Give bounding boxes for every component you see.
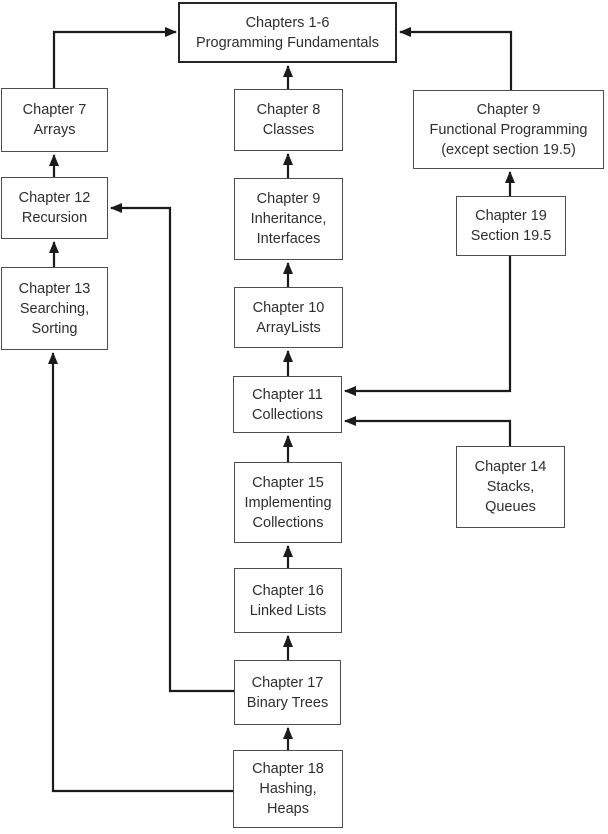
node-chapter-17: Chapter 17 Binary Trees <box>234 660 341 725</box>
node-label: Inheritance, <box>250 211 327 227</box>
node-label: Chapter 13 <box>18 280 91 297</box>
node-label: Programming Fundamentals <box>196 34 379 51</box>
node-label: Chapter 9 <box>256 191 321 207</box>
node-label: Chapter 18 <box>252 761 324 777</box>
node-label: Chapters 1-6 <box>245 14 330 31</box>
node-label: Chapter 10 <box>252 299 325 316</box>
edge-chapter-7-to-chapters-1-6 <box>52 27 177 88</box>
node-chapter-9-inheritance: Chapter 9 Inheritance, Interfaces <box>234 178 343 260</box>
node-label: Collections <box>252 514 324 531</box>
node-label: Chapter 7 <box>22 102 87 118</box>
node-label: (except section 19.5) <box>441 141 576 158</box>
node-chapter-13: Chapter 13 Searching, Sorting <box>1 267 108 350</box>
node-label: Hashing, <box>259 781 317 797</box>
node-chapter-7: Chapter 7 Arrays <box>1 88 108 152</box>
node-label: Recursion <box>21 210 88 226</box>
node-label: Chapter 17 <box>251 674 324 691</box>
node-label: Chapter 14 <box>474 459 547 475</box>
edge-chapter-19-to-chapter-11 <box>344 256 512 396</box>
node-chapter-15: Chapter 15 Implementing Collections <box>234 462 342 543</box>
node-chapter-10: Chapter 10 ArrayLists <box>234 287 343 348</box>
node-label: Chapter 9 <box>476 101 541 118</box>
node-label: Sorting <box>31 320 78 337</box>
node-chapter-19: Chapter 19 Section 19.5 <box>456 196 566 256</box>
node-label: Section 19.5 <box>470 228 552 244</box>
node-chapter-14: Chapter 14 Stacks, Queues <box>456 446 565 528</box>
node-label: Classes <box>262 122 315 138</box>
node-label: Searching, <box>19 300 90 317</box>
node-label: Chapter 8 <box>256 102 321 118</box>
edge-chapter-14-to-chapter-11 <box>344 416 512 446</box>
node-label: Linked Lists <box>249 602 327 619</box>
node-chapter-18: Chapter 18 Hashing, Heaps <box>233 750 343 828</box>
node-chapter-12: Chapter 12 Recursion <box>1 177 108 239</box>
node-label: Implementing <box>244 494 332 511</box>
node-label: Functional Programming <box>429 121 588 138</box>
node-label: Queues <box>485 499 536 515</box>
edge-chapter-9-functional-to-chapters-1-6 <box>399 27 513 90</box>
node-label: Chapter 12 <box>18 190 91 206</box>
node-label: Arrays <box>33 122 76 138</box>
node-chapters-1-6: Chapters 1-6 Programming Fundamentals <box>178 2 397 63</box>
node-chapter-8: Chapter 8 Classes <box>234 89 343 151</box>
node-chapter-16: Chapter 16 Linked Lists <box>234 568 342 633</box>
node-label: Chapter 16 <box>252 582 324 599</box>
node-label: ArrayLists <box>256 319 321 336</box>
node-chapter-9-functional: Chapter 9 Functional Programming (except… <box>413 90 604 169</box>
node-label: Stacks, <box>486 479 535 495</box>
node-label: Binary Trees <box>246 694 329 711</box>
node-label: Collections <box>252 406 323 423</box>
node-label: Chapter 11 <box>252 386 323 403</box>
node-label: Chapter 19 <box>475 208 547 224</box>
node-label: Interfaces <box>256 231 321 247</box>
edge-chapter-17-to-chapter-12 <box>110 203 234 693</box>
node-chapter-11: Chapter 11 Collections <box>233 376 342 433</box>
edge-chapter-18-to-chapter-13 <box>48 352 233 793</box>
node-label: Chapter 15 <box>252 474 324 491</box>
node-label: Heaps <box>267 801 309 817</box>
